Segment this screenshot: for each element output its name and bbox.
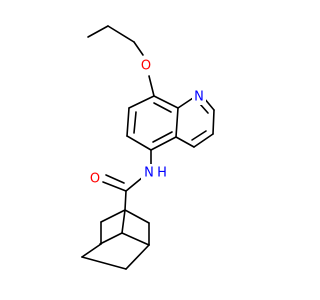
bond-n-carbonyl — [125, 176, 144, 192]
bond-layer — [81, 25, 215, 270]
bond-c4a-c8a — [175, 107, 179, 138]
bond-c3-c4-double — [191, 130, 207, 141]
bond-ethyl-ch2 — [107, 25, 135, 43]
atom-nitrogen-ring: N — [192, 88, 206, 105]
bond-n1-c2-double — [199, 103, 209, 114]
atom-nitrogen-amide: N H — [141, 164, 171, 181]
bond-c8a-c8 — [153, 95, 179, 109]
bond-c3-c4 — [193, 133, 214, 148]
bond-carbonyl-cage — [124, 190, 127, 211]
bond-cage-2 — [124, 209, 150, 224]
bond-cage-7 — [121, 232, 150, 246]
bond-c5-c4a — [150, 136, 177, 151]
bond-cage-1 — [100, 209, 126, 223]
nitrogen-amide-label: N — [144, 166, 154, 181]
oxygen-carbonyl-label: O — [90, 172, 100, 187]
bond-ethyl-terminal — [87, 25, 109, 38]
bond-c8a-c8-double — [153, 102, 172, 113]
molecule-diagram: O N N H O — [81, 25, 215, 270]
bond-cage-10 — [81, 256, 127, 270]
bond-cage-9 — [125, 244, 150, 270]
bond-c8a-n1 — [177, 97, 194, 109]
bond-c7-c6-double — [133, 111, 137, 134]
bond-carbonyl-o — [102, 181, 127, 192]
atom-label-layer: O N N H O — [88, 57, 206, 187]
bond-c4-c4a — [175, 136, 195, 148]
oxygen-ether-label: O — [141, 59, 151, 74]
bond-c2-c3 — [212, 109, 215, 135]
bond-carbonyl-o-double — [105, 174, 125, 184]
bond-c5-c4a-double — [152, 131, 173, 143]
bond-cage-8 — [81, 243, 102, 258]
atom-oxygen-carbonyl: O — [88, 170, 102, 187]
atom-oxygen-ether: O — [139, 57, 153, 74]
bond-o-c8 — [148, 75, 155, 97]
bond-cage-3 — [121, 209, 126, 234]
bond-ch2-o — [133, 41, 144, 56]
bond-cage-6 — [99, 232, 123, 245]
hydrogen-amide-label: H — [157, 166, 167, 181]
structure-svg: O N N H O — [81, 25, 215, 270]
bond-c8-c7 — [128, 95, 155, 109]
bond-c6-c5 — [126, 135, 152, 151]
bond-c7-c6 — [126, 107, 130, 137]
nitrogen-ring-label: N — [194, 90, 204, 105]
